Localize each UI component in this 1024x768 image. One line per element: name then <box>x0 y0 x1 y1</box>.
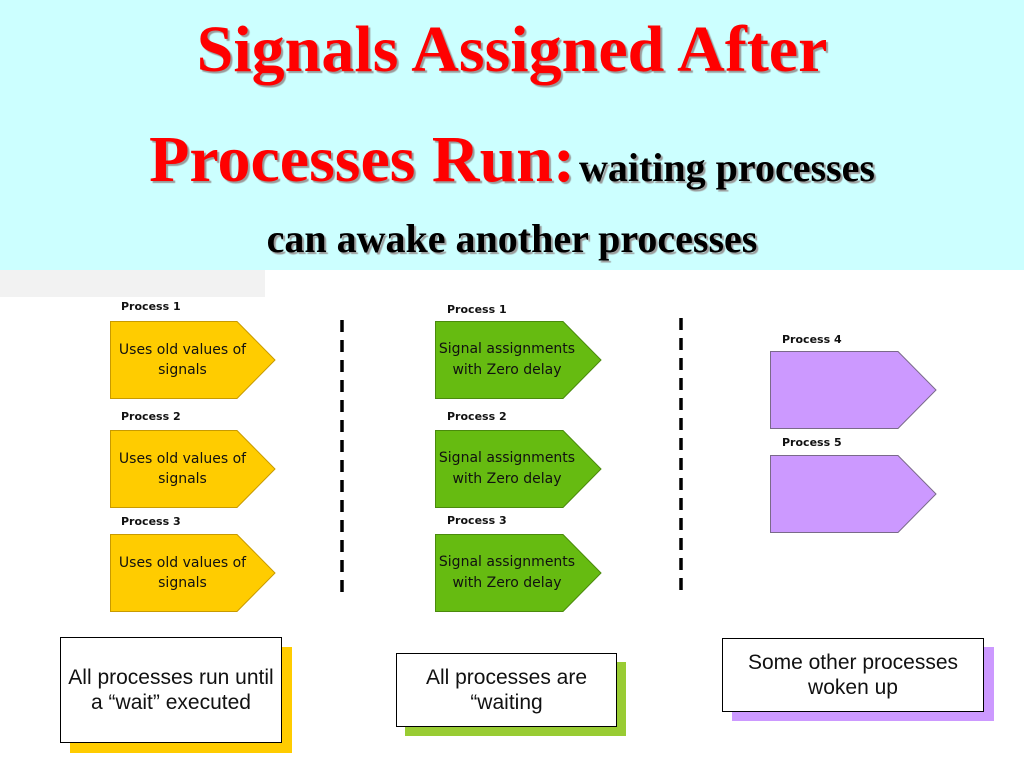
slide-subtitle-part-2: can awake another processes <box>266 216 758 261</box>
caption-card: All processes run until a “wait” execute… <box>60 637 292 753</box>
process-label: Process 3 <box>447 514 507 527</box>
arrow-shape <box>110 534 276 612</box>
process-arrow: Signal assignments with Zero delay <box>435 430 602 508</box>
arrow-shape <box>770 455 937 533</box>
slide-title-main: Processes Run: <box>149 123 575 196</box>
process-description: Uses old values of signals <box>118 555 247 591</box>
column-divider <box>340 320 344 595</box>
process-label: Process 5 <box>782 436 842 449</box>
arrow-shape <box>110 321 276 399</box>
arrow-shape <box>435 321 602 399</box>
arrow-shape <box>435 430 602 508</box>
process-arrow: Signal assignments with Zero delay <box>435 321 602 399</box>
column-divider <box>679 318 683 595</box>
process-description: Signal assignments with Zero delay <box>438 450 576 487</box>
process-arrow: Signal assignments with Zero delay <box>435 534 602 612</box>
process-label: Process 2 <box>121 410 181 423</box>
process-description: Signal assignments with Zero delay <box>438 554 576 591</box>
process-label: Process 1 <box>447 303 507 316</box>
arrow-shape <box>435 534 602 612</box>
process-description: Uses old values of signals <box>118 342 247 378</box>
process-label: Process 4 <box>782 333 842 346</box>
process-label: Process 2 <box>447 410 507 423</box>
process-arrow: Uses old values of signals <box>110 430 276 508</box>
banner-shade <box>0 270 265 297</box>
process-label: Process 1 <box>121 300 181 313</box>
caption-card: All processes are “waiting <box>396 653 626 736</box>
process-arrow <box>770 351 937 429</box>
caption-text: All processes are “waiting <box>396 653 617 727</box>
slide-subtitle-part-1: waiting processes <box>578 145 875 190</box>
caption-text: Some other processes woken up <box>722 638 984 712</box>
slide-title-line-2: Processes Run: waiting processes <box>0 120 1024 217</box>
process-label: Process 3 <box>121 515 181 528</box>
process-description: Signal assignments with Zero delay <box>438 341 576 378</box>
arrow-shape <box>110 430 276 508</box>
process-arrow <box>770 455 937 533</box>
process-arrow: Uses old values of signals <box>110 321 276 399</box>
arrow-shape <box>770 351 937 429</box>
caption-text: All processes run until a “wait” execute… <box>60 637 282 743</box>
process-arrow: Uses old values of signals <box>110 534 276 612</box>
slide-title-line-1: Signals Assigned After <box>196 13 828 86</box>
process-description: Uses old values of signals <box>118 451 247 487</box>
title-banner <box>0 0 1024 270</box>
caption-card: Some other processes woken up <box>722 638 994 721</box>
